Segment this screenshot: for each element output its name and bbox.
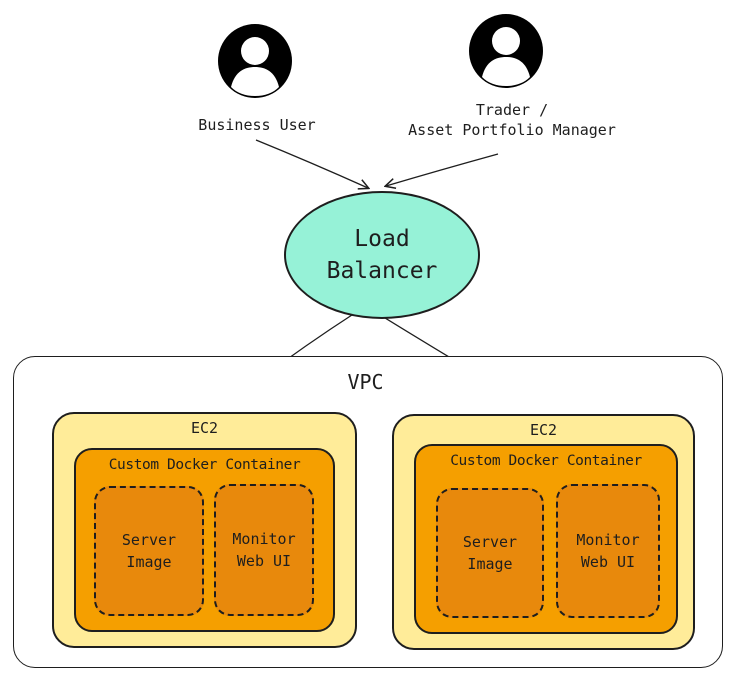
trader-label: Trader / Asset Portfolio Manager (408, 101, 616, 139)
ec2-label: EC2 (529, 421, 558, 439)
server-image-label: Server Image (121, 531, 177, 571)
user-avatar-icon (218, 24, 292, 98)
arrow-trader-to-lb (386, 153, 499, 186)
user-avatar-icon (469, 14, 543, 88)
arrow-business-user-to-lb (255, 139, 368, 188)
business-user-label: Business User (198, 116, 316, 134)
monitor-web-ui-label: Monitor Web UI (576, 531, 640, 571)
load-balancer: Load Balancer (284, 191, 480, 319)
vpc-label: VPC (347, 370, 384, 394)
docker-container-label: Custom Docker Container (108, 457, 301, 473)
server-image-component: Server Image (94, 486, 204, 616)
ec2-instance: EC2 Custom Docker Container Server Image… (392, 414, 695, 650)
server-image-component: Server Image (436, 488, 544, 618)
docker-container: Custom Docker Container Server Image Mon… (414, 444, 678, 634)
ec2-instance: EC2 Custom Docker Container Server Image… (52, 412, 357, 648)
ec2-label: EC2 (190, 419, 219, 437)
server-image-label: Server Image (462, 533, 518, 573)
docker-container-label: Custom Docker Container (450, 453, 642, 469)
monitor-web-ui-component: Monitor Web UI (556, 484, 660, 618)
load-balancer-label: Load Balancer (326, 226, 438, 284)
monitor-web-ui-component: Monitor Web UI (214, 484, 314, 616)
monitor-web-ui-label: Monitor Web UI (232, 530, 296, 570)
docker-container: Custom Docker Container Server Image Mon… (74, 448, 335, 632)
